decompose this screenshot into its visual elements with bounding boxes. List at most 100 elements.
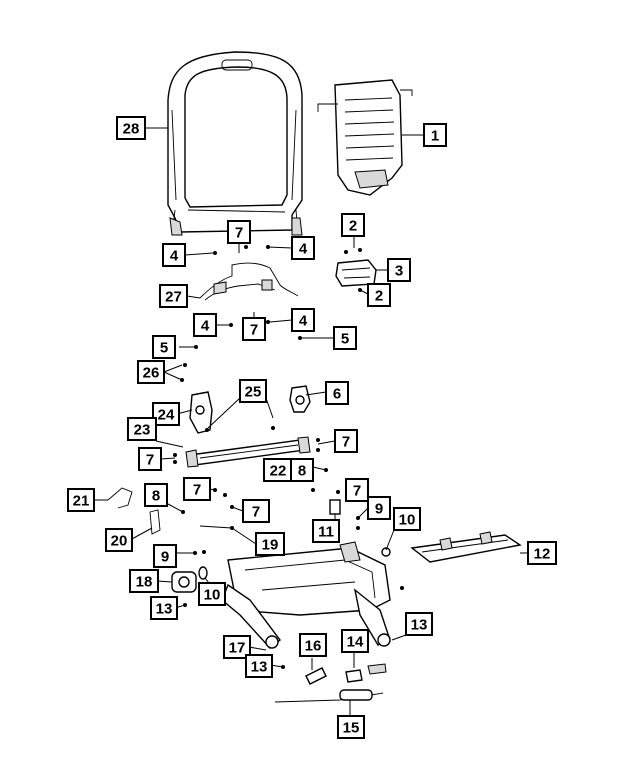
callout-18: 18 — [129, 569, 159, 593]
callout-box — [159, 284, 188, 308]
lumbar-support-panel — [317, 79, 413, 196]
callout-box — [152, 402, 180, 426]
callout-number: 21 — [73, 493, 90, 510]
callout-number: 18 — [136, 574, 153, 591]
callout-3: 3 — [387, 258, 411, 282]
callout-box — [129, 569, 159, 593]
callout-13: 13 — [405, 612, 433, 636]
callout-17: 17 — [223, 635, 251, 659]
callout-21: 21 — [67, 488, 95, 512]
callout-5: 5 — [333, 326, 357, 350]
callout-number: 27 — [165, 289, 182, 306]
callout-8: 8 — [290, 458, 314, 482]
fasteners — [173, 245, 404, 669]
callout-box — [242, 499, 270, 523]
callout-number: 9 — [161, 549, 169, 566]
callout-box — [127, 417, 157, 441]
callout-number: 24 — [158, 407, 175, 424]
callout-22: 22 — [263, 458, 293, 482]
callout-number: 19 — [262, 537, 279, 554]
seat-cushion-frame — [221, 541, 391, 649]
callout-box — [242, 317, 266, 341]
callout-number: 23 — [134, 422, 151, 439]
callout-box — [291, 308, 315, 332]
callout-number: 13 — [411, 617, 428, 634]
callout-number: 12 — [534, 546, 551, 563]
callout-number: 7 — [353, 483, 361, 500]
callout-box — [341, 213, 365, 237]
callout-box — [325, 381, 349, 405]
callout-number: 4 — [299, 241, 308, 258]
callout-box — [290, 458, 314, 482]
callout-box — [367, 283, 391, 307]
callout-box — [334, 429, 358, 453]
callout-box — [150, 596, 178, 620]
callout-16: 16 — [299, 633, 327, 657]
callout-box — [223, 635, 251, 659]
callout-box — [341, 629, 369, 653]
callout-24: 24 — [152, 402, 180, 426]
callout-number: 17 — [229, 640, 246, 657]
callout-number: 4 — [201, 318, 210, 335]
callout-box — [299, 633, 327, 657]
callout-number: 9 — [375, 501, 383, 518]
callout-box — [138, 447, 162, 471]
callout-2: 2 — [341, 213, 365, 237]
callout-number: 11 — [318, 524, 334, 541]
recliner-bracket-right — [289, 385, 311, 413]
callout-number: 7 — [235, 225, 243, 242]
callout-13: 13 — [150, 596, 178, 620]
callout-7: 7 — [138, 447, 162, 471]
callout-number: 7 — [193, 482, 201, 499]
callout-8: 8 — [144, 483, 168, 507]
callout-number: 4 — [299, 313, 308, 330]
height-motor — [171, 571, 197, 593]
callout-number: 5 — [341, 331, 349, 348]
callout-number: 7 — [146, 452, 154, 469]
leader-lines — [94, 127, 528, 716]
callout-number: 13 — [156, 601, 173, 618]
wire-harness — [199, 262, 299, 301]
callout-14: 14 — [341, 629, 369, 653]
callout-1: 1 — [423, 123, 447, 147]
seat-track — [410, 531, 522, 563]
callout-box — [144, 483, 168, 507]
callout-11: 11 — [312, 519, 340, 543]
callout-box — [105, 528, 133, 552]
latch-bracket — [329, 499, 341, 515]
callout-box — [198, 582, 226, 606]
callout-10: 10 — [198, 582, 226, 606]
callout-number: 14 — [347, 634, 364, 651]
cross-tube — [185, 436, 311, 468]
callout-box — [67, 488, 95, 512]
callout-number: 15 — [343, 720, 360, 737]
callout-box — [245, 654, 273, 678]
callout-box — [183, 477, 211, 501]
callout-number: 2 — [375, 288, 383, 305]
callout-box — [312, 519, 340, 543]
callout-number: 13 — [251, 659, 268, 676]
callout-10: 10 — [393, 507, 421, 531]
callout-20: 20 — [105, 528, 133, 552]
link-bracket — [149, 509, 161, 535]
callout-28: 28 — [116, 116, 146, 140]
callout-number: 7 — [252, 504, 260, 521]
control-module — [305, 667, 327, 685]
cable-assembly — [274, 689, 384, 703]
callout-number: 2 — [349, 218, 357, 235]
callout-number: 3 — [395, 263, 403, 280]
callout-box — [162, 243, 186, 267]
callout-12: 12 — [527, 541, 557, 565]
callout-box — [137, 360, 165, 384]
callout-number: 8 — [298, 463, 306, 480]
callout-box — [291, 236, 315, 260]
callout-box — [152, 335, 176, 359]
callout-number: 4 — [170, 248, 179, 265]
callout-number: 7 — [342, 434, 350, 451]
callout-number: 10 — [204, 587, 221, 604]
callout-15: 15 — [337, 715, 365, 739]
recliner-motor — [335, 248, 377, 292]
seat-back-frame — [167, 51, 303, 236]
